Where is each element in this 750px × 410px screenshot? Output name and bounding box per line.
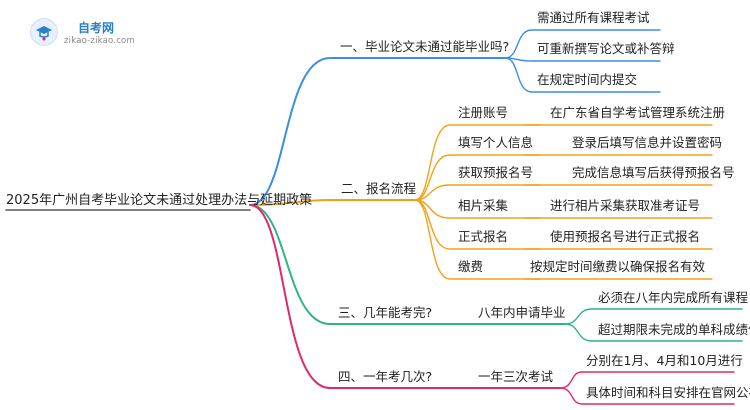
branch-2-step: 正式报名 [458, 229, 509, 244]
branch-3-line [249, 204, 566, 325]
branch-2-label: 二、报名流程 [341, 181, 417, 196]
branch-2-child-line [414, 154, 713, 201]
branch-2-step: 缴费 [458, 259, 484, 274]
branch-1-item: 需通过所有课程考试 [537, 10, 650, 25]
branch-2-child-line [414, 124, 713, 201]
branch-2-desc: 按规定时间缴费以确保报名有效 [530, 259, 706, 274]
branch-2-step: 相片采集 [458, 198, 509, 213]
branch-4-child-line [559, 371, 735, 389]
branch-4-item: 具体时间和科目安排在官网公布 [586, 385, 750, 400]
branch-1-line [249, 57, 506, 206]
branch-3-mid: 八年内申请毕业 [478, 305, 566, 320]
branch-3-label: 三、几年能考完? [338, 305, 433, 320]
branch-1-item: 可重新撰写论文或补答辩 [537, 41, 675, 56]
site-logo: 自考网 zikao-zikao.com [30, 14, 150, 50]
branch-2-desc: 登录后填写信息并设置密码 [572, 135, 723, 150]
branch-2-desc: 使用预报名号进行正式报名 [550, 229, 701, 244]
branch-2-desc: 进行相片采集获取准考证号 [550, 198, 701, 213]
branch-1-child-line [504, 57, 661, 62]
connector-lines [5, 29, 743, 405]
branch-2-child-line [414, 199, 713, 280]
branch-4-child-line [559, 387, 735, 405]
branch-3-item: 超过期限未完成的单科成绩作废 [598, 322, 750, 337]
branch-1-label: 一、毕业论文未通过能毕业吗? [340, 39, 510, 54]
branch-4-line [249, 204, 561, 389]
branch-4-item: 分别在1月、4月和10月进行 [586, 353, 743, 368]
branch-3-child-line [564, 323, 743, 342]
branch-2-line [249, 199, 416, 206]
logo-name: 自考网 [78, 21, 115, 35]
branch-1-child-line [504, 29, 661, 59]
branch-3-child-line [564, 308, 743, 325]
branch-3-item: 必须在八年内完成所有课程 [598, 290, 749, 305]
branch-1-item: 在规定时间内提交 [537, 72, 638, 87]
branch-4-mid: 一年三次考试 [478, 369, 554, 384]
root-topic: 2025年广州自考毕业论文未通过处理办法与延期政策 [6, 193, 313, 208]
branch-2-step: 注册账号 [458, 105, 509, 120]
branch-1-child-line [504, 57, 661, 93]
branch-2-child-line [414, 184, 713, 201]
branch-2-desc: 在广东省自学考试管理系统注册 [550, 105, 726, 120]
branch-4-label: 四、一年考几次? [338, 369, 433, 384]
logo-url: zikao-zikao.com [64, 36, 135, 46]
branch-2-step: 获取预报名号 [458, 165, 534, 180]
branch-2-desc: 完成信息填写后获得预报名号 [572, 165, 735, 180]
graduation-cap-icon [30, 18, 58, 46]
branch-2-step: 填写个人信息 [458, 135, 534, 150]
